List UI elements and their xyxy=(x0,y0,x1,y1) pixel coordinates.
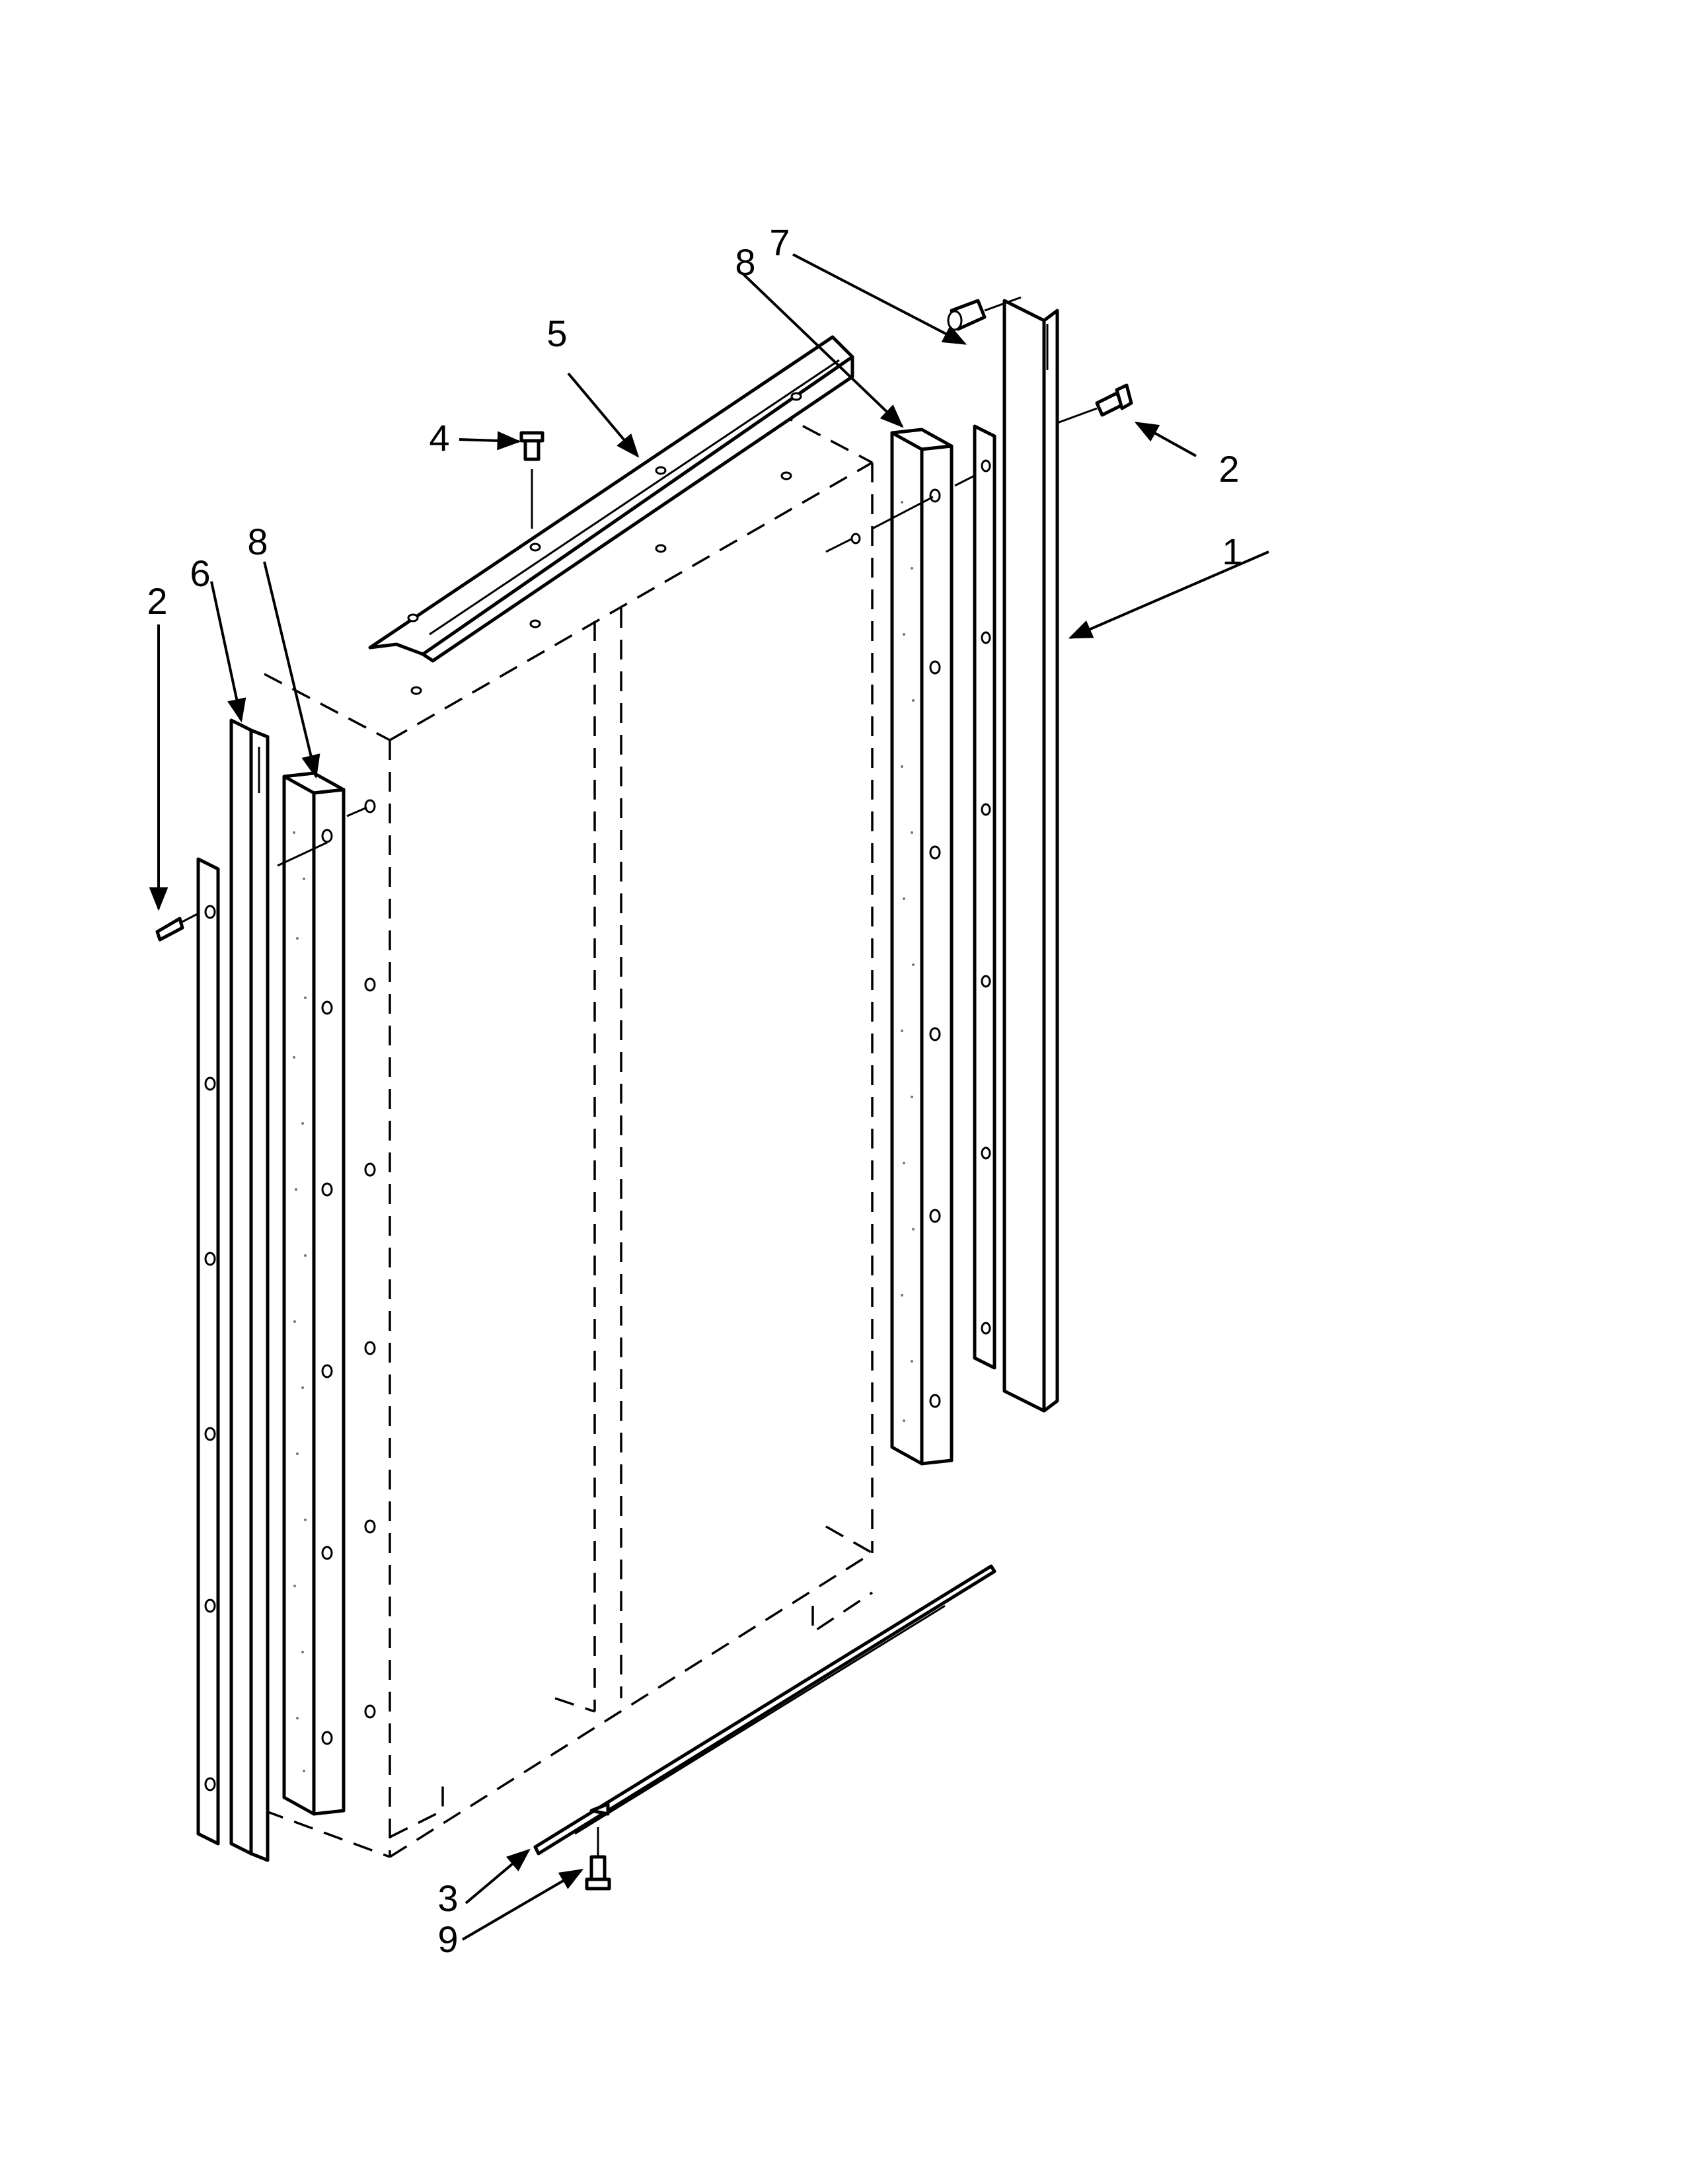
callout-9: 9 xyxy=(437,1918,459,1960)
callout-5: 5 xyxy=(546,313,568,354)
screw-part-2-right xyxy=(1057,383,1133,424)
callout-1: 1 xyxy=(1222,531,1243,572)
screw-part-4 xyxy=(519,431,544,529)
callout-6: 6 xyxy=(190,552,211,594)
left-angle-rail-part-6 xyxy=(196,718,270,1862)
callout-7: 7 xyxy=(769,221,790,263)
cabinet-left-holes xyxy=(277,799,376,1719)
top-channel-part-5 xyxy=(368,335,854,695)
bottom-strip-part-3 xyxy=(533,1564,996,1856)
callout-2-right: 2 xyxy=(1218,448,1240,490)
callout-3: 3 xyxy=(437,1877,459,1919)
left-foam-strip-part-8 xyxy=(282,771,346,1816)
callout-8-right: 8 xyxy=(735,241,756,283)
callout-8-left: 8 xyxy=(247,521,268,562)
cabinet-phantom-outline xyxy=(264,395,874,1858)
screw-part-9 xyxy=(585,1827,611,1891)
callout-4: 4 xyxy=(429,417,450,459)
callout-2-left: 2 xyxy=(147,580,168,622)
right-foam-strip-part-8 xyxy=(825,428,985,1466)
right-angle-rail-part-1 xyxy=(973,299,1059,1413)
callout-arrows xyxy=(149,253,1269,1941)
